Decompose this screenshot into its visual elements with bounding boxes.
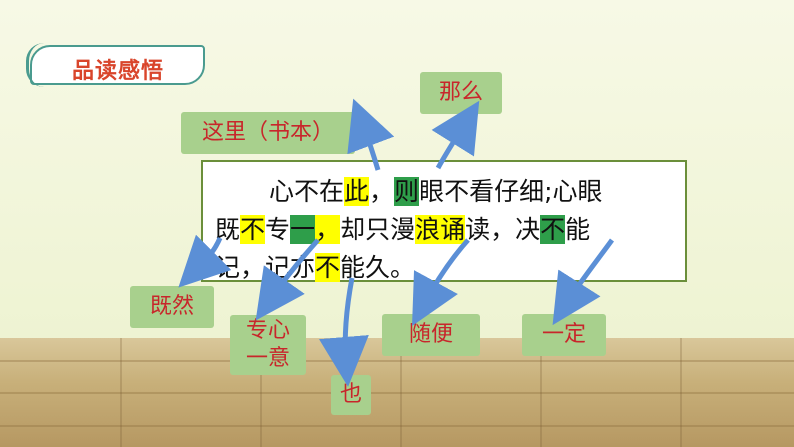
floor-line [0,392,794,394]
floor-plank [540,338,542,447]
passage-text: 既 [215,215,241,244]
floor-plank [260,338,262,447]
header-accent [26,43,69,87]
passage-text: ， [369,177,395,206]
passage-text: 却只漫 [340,215,416,244]
floor-plank [400,338,402,447]
label-zheli-text: 这里（书本） [201,120,334,145]
section-title: 品读感悟 [72,59,165,84]
passage-line-2: 既不专一，却只漫浪诵读，决不能 [215,210,590,246]
label-suibian: 随便 [382,314,480,356]
label-ye-text: 也 [339,382,362,407]
label-ye: 也 [331,375,371,415]
label-suibian-text: 随便 [408,322,453,347]
floor-plank [120,338,122,447]
highlighted-word: 不 [540,215,566,244]
label-zhuanxin-line1: 专心 [245,318,290,343]
label-name: 那么 [420,72,502,114]
passage-box: 心不在此，则眼不看仔细;心眼 既不专一，却只漫浪诵读，决不能 记，记亦不能久。 [201,160,687,282]
label-jiran: 既然 [130,286,214,328]
highlighted-word: 不 [240,215,266,244]
label-zhuanxin-line2: 一意 [245,346,290,371]
highlighted-word: 此 [344,177,370,206]
label-jiran-text: 既然 [149,294,194,319]
passage-text: 眼不看仔细;心眼 [419,177,603,206]
label-yiding-text: 一定 [541,322,586,347]
floor-plank [680,338,682,447]
section-header: 品读感悟 [26,43,205,87]
highlighted-word: ， [315,215,341,244]
floor-line [0,425,794,427]
highlighted-word: 则 [394,177,420,206]
passage-text: 读，决 [465,215,541,244]
passage-text: 心不在 [269,177,345,206]
highlighted-word: 一 [290,215,316,244]
wooden-floor [0,338,794,447]
floor-line [0,360,794,362]
passage-line-1: 心不在此，则眼不看仔细;心眼 [269,172,603,208]
passage-text: 能 [565,215,591,244]
highlighted-word: 不 [315,253,341,282]
label-yiding: 一定 [522,314,606,356]
passage-text: 专 [265,215,291,244]
label-zhuanxin: 专心 一意 [230,315,306,375]
passage-text: 能久。 [340,253,416,282]
highlighted-word: 浪诵 [415,215,466,244]
passage-text: 记，记亦 [215,253,316,282]
passage-line-3: 记，记亦不能久。 [215,248,415,284]
label-name-text: 那么 [438,80,483,105]
label-zheli: 这里（书本） [181,112,355,154]
